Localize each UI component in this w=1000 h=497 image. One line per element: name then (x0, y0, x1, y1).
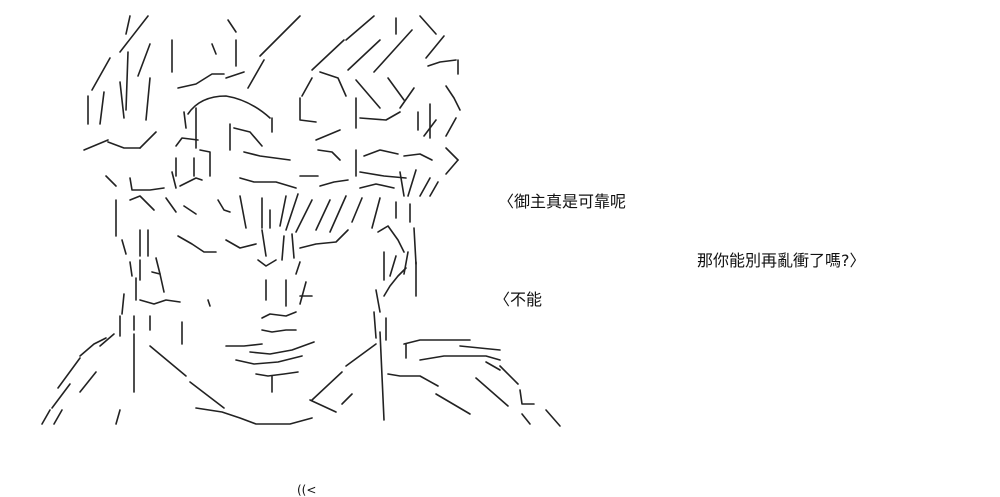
hair-strokes (83, 15, 461, 175)
face-upper-strokes (105, 95, 439, 197)
bottom-art-fragment: ((< (297, 483, 317, 497)
dialogue-line-3: 〈不能 (494, 290, 543, 309)
face-middle-strokes (115, 193, 417, 315)
dialogue-line-1: 〈御主真是可靠呢 (498, 192, 627, 211)
shoulder-strokes (41, 339, 561, 427)
face-lower-strokes (79, 311, 407, 425)
dialogue-line-2: 那你能別再亂衝了嗎?〉 (697, 251, 866, 270)
